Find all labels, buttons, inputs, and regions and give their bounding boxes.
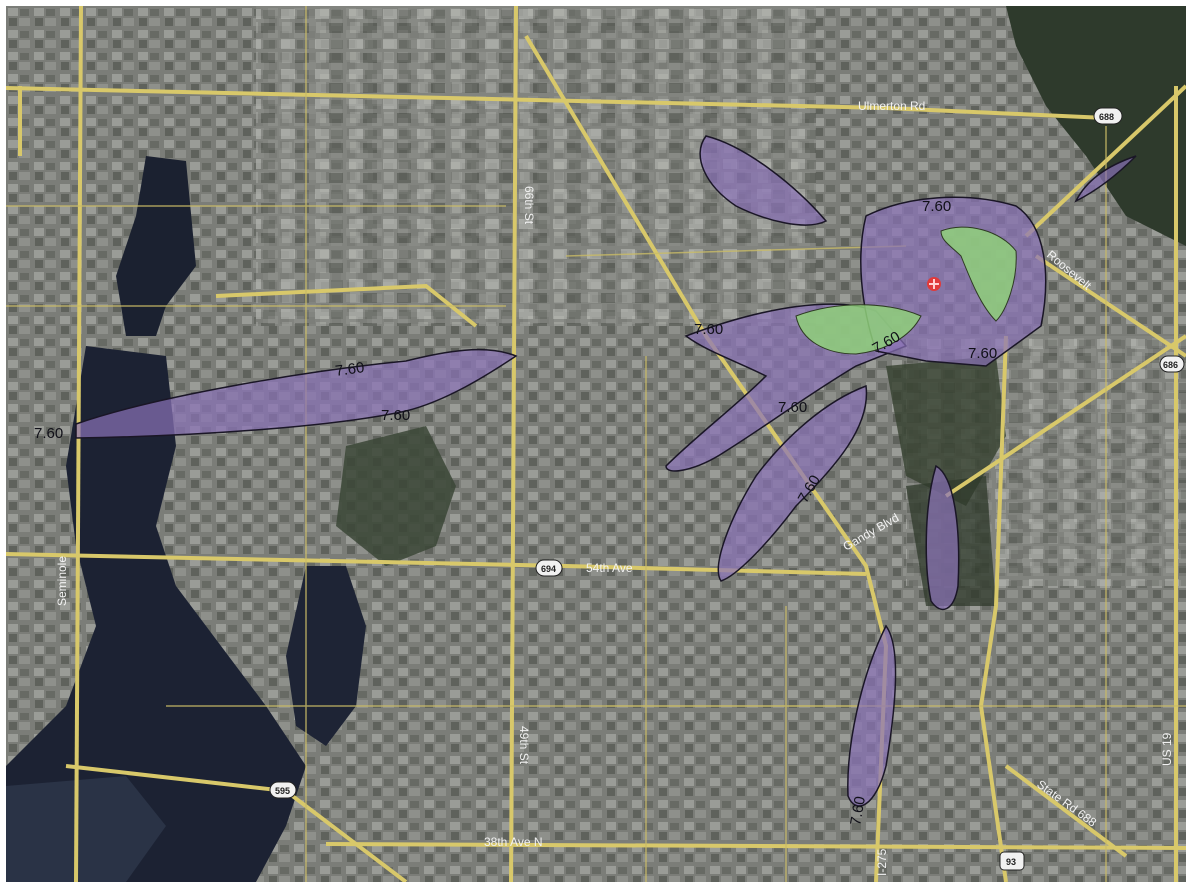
road-686 bbox=[1034, 254, 1186, 358]
bay-water bbox=[6, 346, 306, 882]
road-label-ulmerton: Ulmerton Rd bbox=[858, 99, 925, 113]
route-shield-595: 595 bbox=[269, 781, 297, 799]
svg-text:595: 595 bbox=[275, 786, 290, 796]
svg-text:688: 688 bbox=[1099, 112, 1114, 122]
contour-label: 7.60 bbox=[694, 321, 723, 338]
airport-vegetation bbox=[886, 356, 1006, 506]
contour-label: 7.60 bbox=[34, 425, 63, 442]
road-label-i275: I-275 bbox=[875, 848, 889, 876]
road-us-19 bbox=[978, 335, 1008, 882]
route-shield-686: 686 bbox=[1159, 355, 1185, 373]
svg-text:93: 93 bbox=[1006, 857, 1016, 867]
contour-label: 7.60 bbox=[922, 198, 951, 215]
road-network bbox=[6, 6, 1186, 882]
road-label-49th: 49th St bbox=[517, 726, 531, 765]
lake-north bbox=[116, 156, 196, 336]
plume-north bbox=[699, 135, 828, 226]
park-area bbox=[336, 426, 456, 566]
contour-label: 7.60 bbox=[334, 359, 365, 380]
road-label-seminole: Seminole bbox=[55, 556, 69, 606]
road-seminole bbox=[74, 6, 83, 882]
map-frame: 7.60 7.60 7.60 7.60 7.60 7.60 7.60 7.60 … bbox=[6, 6, 1186, 882]
route-shield-93: 93 bbox=[999, 851, 1025, 871]
open-water bbox=[6, 776, 166, 882]
contour-label: 7.60 bbox=[778, 399, 807, 416]
plume-northeast bbox=[1074, 155, 1137, 203]
svg-text:686: 686 bbox=[1163, 360, 1178, 370]
road-curve bbox=[215, 283, 478, 328]
route-shield-688: 688 bbox=[1093, 107, 1123, 125]
aerial-map[interactable]: 7.60 7.60 7.60 7.60 7.60 7.60 7.60 7.60 … bbox=[6, 6, 1186, 882]
road-54th-ave bbox=[6, 552, 867, 576]
high-concentration bbox=[795, 226, 1017, 355]
road-label-54th: 54th Ave bbox=[586, 561, 633, 575]
source-marker-icon bbox=[927, 277, 941, 291]
route-shield-694: 694 bbox=[535, 559, 563, 577]
contour-label: 7.60 bbox=[381, 407, 410, 424]
contour-label: 7.60 bbox=[847, 795, 869, 827]
plume-south-center bbox=[717, 384, 868, 582]
road-label-us19: US 19 bbox=[1160, 732, 1174, 766]
high-conc-west bbox=[795, 304, 922, 355]
svg-text:694: 694 bbox=[541, 564, 556, 574]
high-conc-east bbox=[940, 226, 1017, 322]
plume-west bbox=[75, 348, 518, 439]
contour-label: 7.60 bbox=[968, 345, 997, 362]
road-label-38th: 38th Ave N bbox=[484, 835, 543, 849]
road-label-66th: 66th St bbox=[522, 186, 536, 225]
road-ulmerton bbox=[6, 86, 1107, 120]
road-38th-ave bbox=[325, 842, 1186, 850]
wetland-northeast bbox=[1006, 6, 1186, 246]
plume-south bbox=[847, 624, 897, 807]
minor-roads bbox=[6, 6, 1186, 882]
road-66th-st bbox=[509, 6, 518, 882]
road-gandy bbox=[944, 334, 1186, 498]
plume-south-east bbox=[925, 464, 960, 611]
